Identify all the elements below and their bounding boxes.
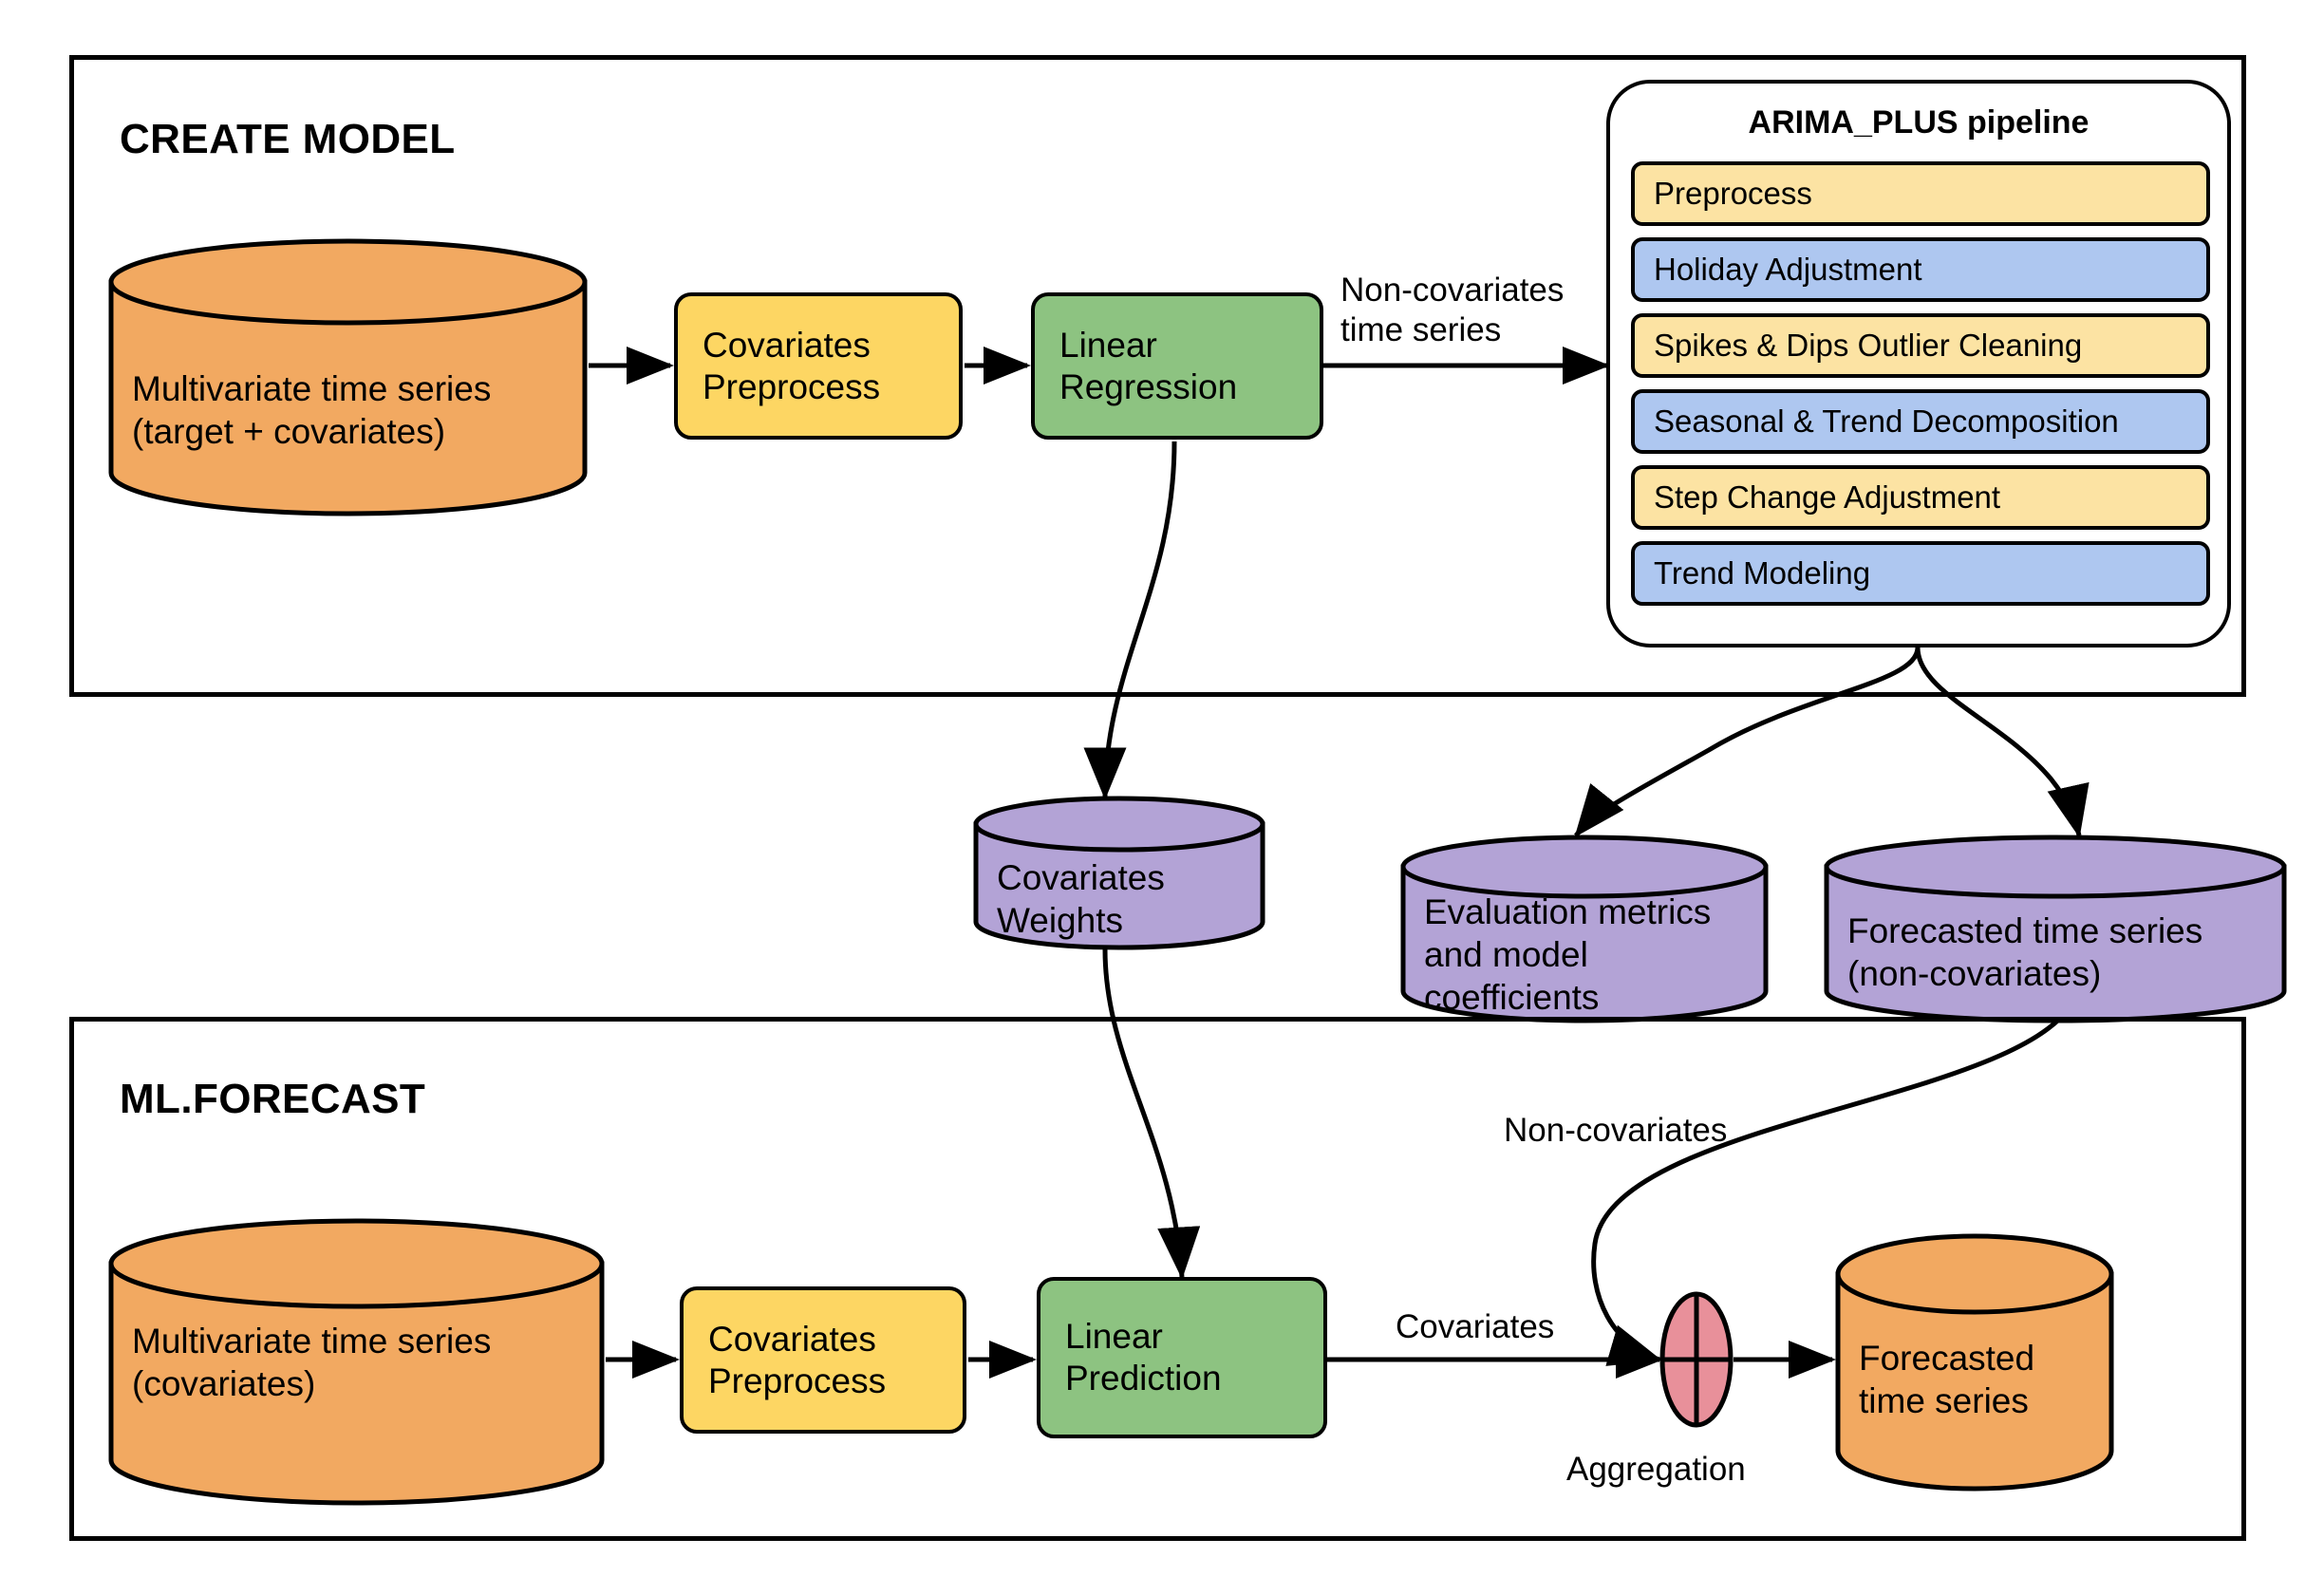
ml-forecast-source-label: Multivariate time series (covariates)	[132, 1322, 492, 1404]
cylinder-shape	[108, 238, 588, 516]
create-model-linear-regression[interactable]: Linear Regression	[1031, 292, 1323, 440]
cylinder-shape	[1835, 1233, 2114, 1492]
ml-forecast-source-cylinder: Multivariate time series (covariates)	[107, 1217, 606, 1507]
pipeline-step-label: Step Change Adjustment	[1654, 479, 2001, 515]
output-covariates-weights-label: Covariates Weights	[997, 858, 1165, 941]
output-covariates-weights-cylinder: Covariates Weights	[972, 796, 1266, 950]
ml-forecast-group	[69, 1017, 2246, 1541]
cylinder-shape	[1400, 835, 1769, 1023]
edge-label-covariates: Covariates	[1396, 1308, 1555, 1345]
arima-plus-pipeline: ARIMA_PLUS pipeline Preprocess Holiday A…	[1606, 80, 2231, 647]
ml-forecast-title: ML.FORECAST	[120, 1076, 426, 1122]
pipeline-step-label: Preprocess	[1654, 176, 1812, 211]
output-forecasted-non-covariates-cylinder: Forecasted time series (non-covariates)	[1823, 835, 2288, 1025]
pipeline-step-seasonal-trend-decomposition[interactable]: Seasonal & Trend Decomposition	[1631, 389, 2210, 454]
create-model-covariates-preprocess[interactable]: Covariates Preprocess	[674, 292, 963, 440]
pipeline-step-spikes-dips-outlier-cleaning[interactable]: Spikes & Dips Outlier Cleaning	[1631, 313, 2210, 378]
edge-label-non-covariates-time-series: Non-covariates time series	[1340, 272, 1565, 348]
cylinder-shape	[1824, 835, 2287, 1023]
output-evaluation-metrics-label: Evaluation metrics and model coefficient…	[1424, 892, 1712, 1018]
pipeline-step-holiday-adjustment[interactable]: Holiday Adjustment	[1631, 237, 2210, 302]
ml-forecast-covariates-preprocess[interactable]: Covariates Preprocess	[680, 1286, 966, 1434]
ml-forecast-result-cylinder: Forecasted time series	[1834, 1232, 2115, 1492]
pipeline-step-label: Seasonal & Trend Decomposition	[1654, 403, 2119, 439]
output-evaluation-metrics-cylinder: Evaluation metrics and model coefficient…	[1399, 835, 1770, 1025]
cylinder-shape	[108, 1218, 605, 1506]
aggregation-ellipse-cross-icon	[1659, 1291, 1734, 1428]
create-model-group	[69, 55, 2246, 697]
covariates-preprocess-label: Covariates Preprocess	[703, 325, 881, 406]
ml-forecast-linear-prediction[interactable]: Linear Prediction	[1037, 1277, 1327, 1438]
covariates-preprocess-label: Covariates Preprocess	[708, 1319, 887, 1400]
create-model-source-cylinder: Multivariate time series (target + covar…	[107, 237, 589, 517]
linear-regression-label: Linear Regression	[1059, 325, 1238, 406]
ml-forecast-result-label: Forecasted time series	[1859, 1339, 2035, 1421]
create-model-title: CREATE MODEL	[120, 116, 456, 162]
linear-prediction-label: Linear Prediction	[1065, 1317, 1222, 1398]
pipeline-step-preprocess[interactable]: Preprocess	[1631, 161, 2210, 226]
aggregation-label: Aggregation	[1566, 1451, 1746, 1488]
cylinder-shape	[973, 796, 1265, 950]
output-forecasted-non-covariates-label: Forecasted time series (non-covariates)	[1847, 911, 2203, 994]
pipeline-step-label: Holiday Adjustment	[1654, 252, 1922, 287]
arima-plus-pipeline-title: ARIMA_PLUS pipeline	[1748, 104, 2090, 141]
pipeline-step-label: Spikes & Dips Outlier Cleaning	[1654, 328, 2083, 363]
edge-label-non-covariates: Non-covariates	[1504, 1112, 1728, 1149]
pipeline-step-step-change-adjustment[interactable]: Step Change Adjustment	[1631, 465, 2210, 530]
create-model-source-label: Multivariate time series (target + covar…	[132, 369, 492, 452]
pipeline-step-label: Trend Modeling	[1654, 555, 1871, 591]
pipeline-step-trend-modeling[interactable]: Trend Modeling	[1631, 541, 2210, 606]
aggregation-node[interactable]	[1659, 1291, 1734, 1430]
